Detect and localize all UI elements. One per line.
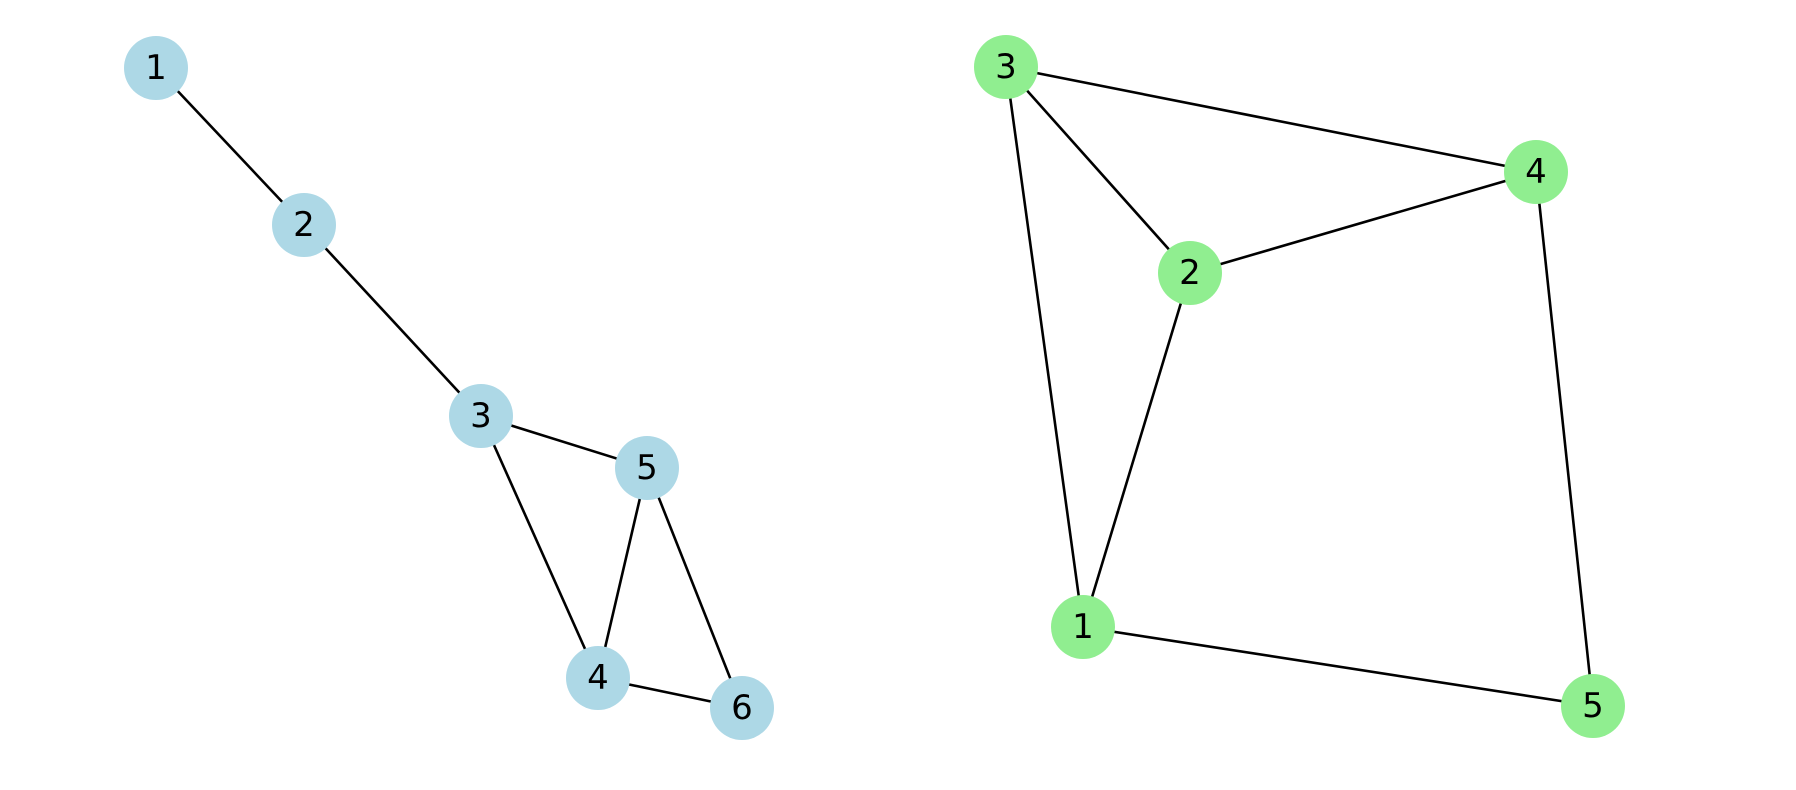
- node-circle: [615, 436, 679, 500]
- node-6: 6: [710, 676, 774, 740]
- graph-left: 1 2 3 4 5 6: [124, 36, 774, 740]
- graph-right: 1 2 3 4 5: [974, 35, 1625, 738]
- node-circle: [1158, 241, 1222, 305]
- node-circle: [974, 35, 1038, 99]
- node-circle: [710, 676, 774, 740]
- node-4: 4: [1504, 140, 1568, 204]
- node-1: 1: [1051, 595, 1115, 659]
- node-2: 2: [272, 193, 336, 257]
- node-label: 1: [145, 48, 167, 88]
- edge-5-4: [596, 467, 649, 679]
- edge-3-1: [1004, 66, 1085, 628]
- node-label: 6: [731, 688, 753, 728]
- edge-1-2: [155, 67, 305, 226]
- node-label: 5: [636, 448, 658, 488]
- node-5: 5: [1561, 674, 1625, 738]
- node-circle: [1051, 595, 1115, 659]
- edges: [155, 67, 744, 710]
- node-label: 4: [1525, 152, 1547, 192]
- edge-1-5: [1082, 625, 1594, 708]
- node-circle: [1561, 674, 1625, 738]
- edge-3-4: [479, 415, 600, 679]
- node-label: 2: [1179, 253, 1201, 293]
- node-label: 2: [293, 205, 315, 245]
- nodes: 1 2 3 4 5 6: [124, 36, 774, 740]
- node-label: 3: [995, 47, 1017, 87]
- node-circle: [449, 384, 513, 448]
- edge-2-4: [1189, 170, 1537, 275]
- edge-3-2: [1005, 66, 1191, 274]
- edge-2-1: [1081, 272, 1192, 628]
- node-3: 3: [974, 35, 1038, 99]
- node-1: 1: [124, 36, 188, 100]
- node-4: 4: [566, 646, 630, 710]
- edge-3-4: [1005, 65, 1537, 174]
- node-circle: [566, 646, 630, 710]
- node-2: 2: [1158, 241, 1222, 305]
- nodes: 1 2 3 4 5: [974, 35, 1625, 738]
- node-circle: [272, 193, 336, 257]
- node-label: 1: [1072, 607, 1094, 647]
- node-circle: [124, 36, 188, 100]
- edge-2-3: [303, 224, 482, 417]
- node-5: 5: [615, 436, 679, 500]
- node-label: 5: [1582, 686, 1604, 726]
- edge-4-5: [1534, 171, 1595, 707]
- node-label: 3: [470, 396, 492, 436]
- edges: [1004, 65, 1595, 708]
- edge-5-6: [645, 467, 744, 709]
- node-3: 3: [449, 384, 513, 448]
- node-circle: [1504, 140, 1568, 204]
- node-label: 4: [587, 658, 609, 698]
